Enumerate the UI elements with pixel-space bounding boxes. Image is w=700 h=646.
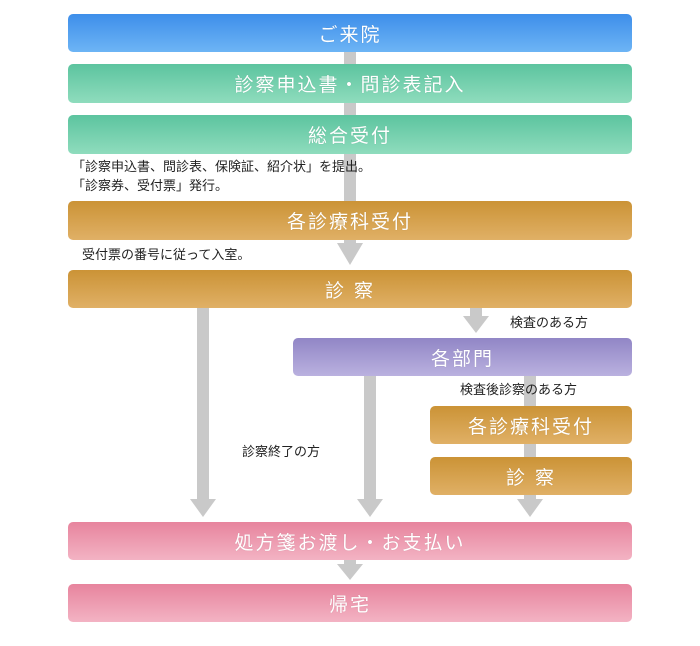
step-consultation-2: 診 察	[430, 457, 632, 495]
note-consult-done: 診察終了の方	[242, 445, 321, 460]
step-consultation: 診 察	[68, 270, 632, 308]
step-general-reception: 総合受付	[68, 115, 632, 154]
arrow-consult-done	[190, 306, 216, 517]
arrow-to-departments	[463, 306, 489, 333]
step-go-home: 帰宅	[68, 584, 632, 622]
step-dept-reception: 各診療科受付	[68, 201, 632, 240]
note-submit: 「診察申込書、問診表、保険証、紹介状」を提出。	[72, 160, 372, 175]
step-dept-reception-2: 各診療科受付	[430, 406, 632, 444]
note-enter: 受付票の番号に従って入室。	[82, 248, 251, 263]
arrow-to-home	[337, 558, 363, 580]
step-fill-forms: 診察申込書・問診表記入	[68, 64, 632, 103]
note-with-exam: 検査のある方	[510, 316, 589, 331]
note-exam-then-consult: 検査後診察のある方	[460, 383, 578, 398]
step-prescription-payment: 処方箋お渡し・お支払い	[68, 522, 632, 560]
step-visit: ご来院	[68, 14, 632, 52]
arrow-departments-to-payment	[357, 374, 383, 517]
step-departments: 各部門	[293, 338, 632, 376]
note-issue: 「診察券、受付票」発行。	[72, 179, 229, 194]
